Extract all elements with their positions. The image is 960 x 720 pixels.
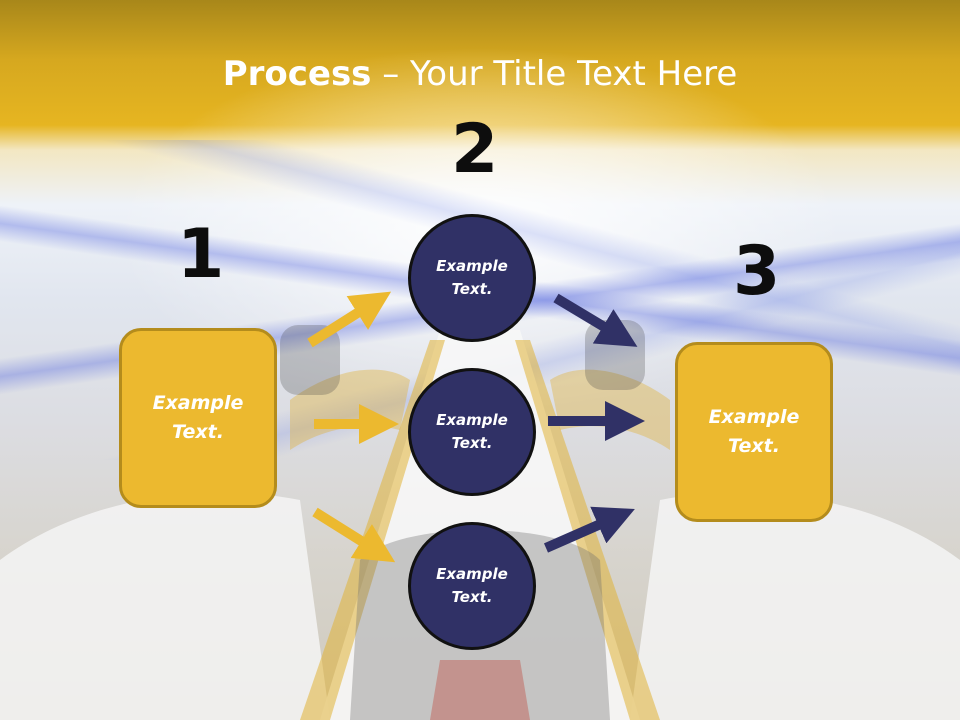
circle-bottom[interactable]: Example Text. [408,522,536,650]
page-title: Process – Your Title Text Here [0,52,960,96]
right-text-box[interactable]: Example Text. [675,342,833,522]
step-number-3: 3 [733,232,781,311]
title-bold: Process [222,54,372,94]
circle-top[interactable]: Example Text. [408,214,536,342]
step-number-1: 1 [177,215,225,294]
circle-middle[interactable]: Example Text. [408,368,536,496]
step-number-2: 2 [451,110,499,189]
title-rest: – Your Title Text Here [371,54,738,94]
left-text-box[interactable]: Example Text. [119,328,277,508]
